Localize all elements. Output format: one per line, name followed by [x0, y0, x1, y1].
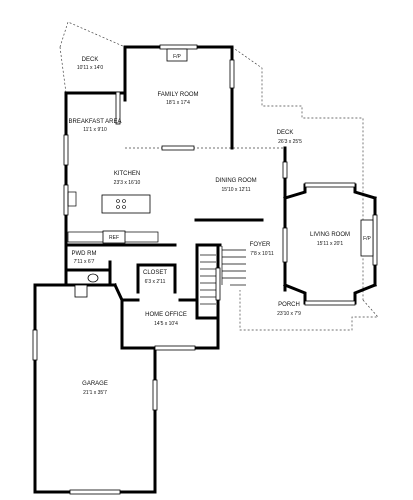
room-name-family-room: FAMILY ROOM [157, 92, 198, 98]
room-dims-garage: 21'1 x 35'7 [83, 390, 107, 396]
fireplace-label-living: F/P [363, 236, 371, 242]
powder-toilet [87, 273, 99, 283]
room-dims-pwd-rm: 7'11 x 6'7 [74, 259, 95, 265]
room-name-deck-right: DECK [277, 130, 294, 136]
room-name-closet: CLOSET [143, 270, 167, 276]
room-dims-kitchen: 23'3 x 16'10 [114, 180, 141, 186]
family-fireplace [166, 48, 188, 62]
room-dims-family-room: 18'1 x 17'4 [166, 100, 190, 106]
deck-outlines [59, 21, 379, 331]
room-name-breakfast-area: BREAKFAST AREA [69, 119, 122, 125]
living-fireplace [360, 219, 374, 257]
windows [32, 44, 378, 495]
room-dims-breakfast-area: 11'1 x 9'10 [83, 127, 107, 133]
refrigerator [102, 230, 126, 244]
room-dims-closet: 6'3 x 2'11 [145, 279, 166, 285]
room-dims-living-room: 15'11 x 20'1 [317, 241, 344, 247]
room-name-porch: PORCH [278, 302, 300, 308]
fireplace-label-family: F/P [173, 54, 181, 60]
room-dims-deck-upper: 10'11 x 14'0 [77, 65, 104, 71]
staircase [200, 246, 246, 305]
room-dims-home-office: 14'5 x 10'4 [154, 321, 178, 327]
kitchen-island [101, 194, 151, 214]
room-dims-dining-room: 15'10 x 12'11 [221, 187, 250, 193]
room-dims-porch: 23'10 x 7'9 [277, 311, 301, 317]
room-name-living-room: LIVING ROOM [310, 232, 350, 238]
kitchen-sink [67, 191, 77, 207]
room-name-home-office: HOME OFFICE [145, 312, 187, 318]
room-name-garage: GARAGE [82, 381, 108, 387]
powder-sink [74, 284, 88, 298]
room-name-foyer: FOYER [250, 242, 271, 248]
refrigerator-label: REF [109, 235, 119, 241]
walls [33, 45, 377, 494]
room-dims-deck-right: 26'3 x 25'5 [278, 139, 302, 145]
room-dims-foyer: 7'8 x 10'11 [250, 251, 274, 257]
room-name-dining-room: DINING ROOM [215, 178, 256, 184]
room-name-kitchen: KITCHEN [114, 171, 140, 177]
room-name-deck-upper: DECK [82, 57, 99, 63]
room-name-pwd-rm: PWD RM [72, 251, 97, 257]
